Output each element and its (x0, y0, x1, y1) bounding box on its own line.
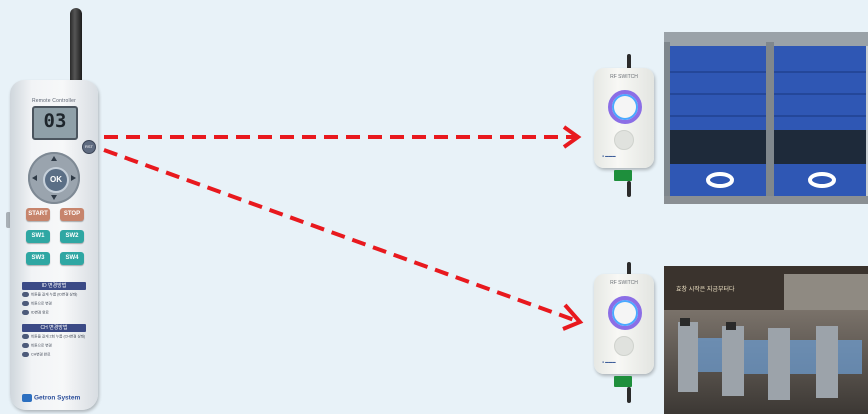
arrow-to-gate (103, 148, 578, 323)
rf-push-button[interactable] (614, 130, 634, 150)
rf-switch-1: RF SWITCH ● ▬▬▬ (594, 68, 654, 168)
ok-dot-icon (22, 352, 29, 357)
dpad-down-icon[interactable] (51, 195, 57, 200)
rf-switch-2: RF SWITCH ● ▬▬▬ (594, 274, 654, 374)
terminal-block (614, 376, 632, 387)
dpad-up-icon[interactable] (51, 156, 57, 161)
brand-name: Getron System (34, 394, 81, 402)
lcd-display: 03 (32, 106, 78, 140)
ch-panel-text: CH변경 완료 (31, 352, 51, 357)
lcd-value: 03 (43, 110, 67, 132)
rf-push-button[interactable] (614, 336, 634, 356)
rf-logo-icon: ● ▬▬▬ (602, 360, 616, 364)
gate-illustration (664, 266, 868, 414)
sw4-button[interactable]: SW4 (60, 252, 84, 265)
gate-sign-text: 효창 시작은 지금부터다 (676, 287, 735, 293)
stop-button[interactable]: STOP (60, 208, 84, 221)
arrow-dot-icon (22, 343, 29, 348)
door-illustration (664, 32, 868, 204)
arrowhead-gate-icon (562, 303, 584, 331)
ok-dot-icon (22, 310, 29, 315)
terminal-block (614, 170, 632, 181)
rf-led-ring-icon (608, 90, 642, 124)
rf-switch-antenna-wire (627, 262, 631, 278)
id-panel-text: ID변경 완료 (31, 310, 49, 315)
arrow-dot-icon (22, 301, 29, 306)
ch-panel-text: 비튼을 길게 2회 누름 (CH변경 상태) (31, 334, 86, 339)
rf-led-ring-icon (608, 296, 642, 330)
sw3-button[interactable]: SW3 (26, 252, 50, 265)
rst-dot-icon (22, 334, 29, 339)
ch-panel-text: 비튼으로 변경 (31, 343, 52, 348)
ch-panel-heading: CH 변경방법 (22, 324, 86, 332)
dpad-left-icon[interactable] (32, 175, 37, 181)
ch-panel-line: 비튼으로 변경 (22, 343, 86, 351)
remote-title: Remote Controller (32, 98, 76, 104)
dpad: OK (28, 152, 80, 204)
rf-switch-label: RF SWITCH (610, 74, 638, 80)
id-panel-line: 비튼을 길게 누름 (ID변경 상태) (22, 292, 86, 300)
ch-panel-line: CH변경 완료 (22, 352, 86, 360)
antenna (70, 8, 82, 88)
id-panel-text: 비튼을 길게 누름 (ID변경 상태) (31, 292, 78, 297)
brand-logo: Getron System (22, 394, 92, 406)
id-panel-line: ID변경 완료 (22, 310, 86, 318)
sw2-button[interactable]: SW2 (60, 230, 84, 243)
rf-switch-cable (627, 387, 631, 403)
arrowhead-door-icon (562, 125, 582, 149)
remote-controller: Remote Controller 03 RST OK START STOP S… (10, 80, 98, 410)
sw1-button[interactable]: SW1 (26, 230, 50, 243)
rf-switch-antenna-wire (627, 54, 631, 70)
rst-dot-icon (22, 292, 29, 297)
speed-gate-photo: 효창 시작은 지금부터다 (664, 266, 868, 414)
dpad-right-icon[interactable] (71, 175, 76, 181)
rf-logo-icon: ● ▬▬▬ (602, 154, 616, 158)
rf-switch-cable (627, 181, 631, 197)
id-panel-text: 비튼으로 변경 (31, 301, 52, 306)
id-panel-line: 비튼으로 변경 (22, 301, 86, 309)
id-panel-heading: ID 변경방법 (22, 282, 86, 290)
start-button[interactable]: START (26, 208, 50, 221)
rst-button[interactable]: RST (82, 140, 96, 154)
ok-button[interactable]: OK (43, 167, 69, 193)
ch-panel-line: 비튼을 길게 2회 누름 (CH변경 상태) (22, 334, 86, 342)
high-speed-door-photo (664, 32, 868, 204)
rf-switch-label: RF SWITCH (610, 280, 638, 286)
side-clip (6, 212, 11, 228)
getron-logo-icon (22, 394, 32, 402)
